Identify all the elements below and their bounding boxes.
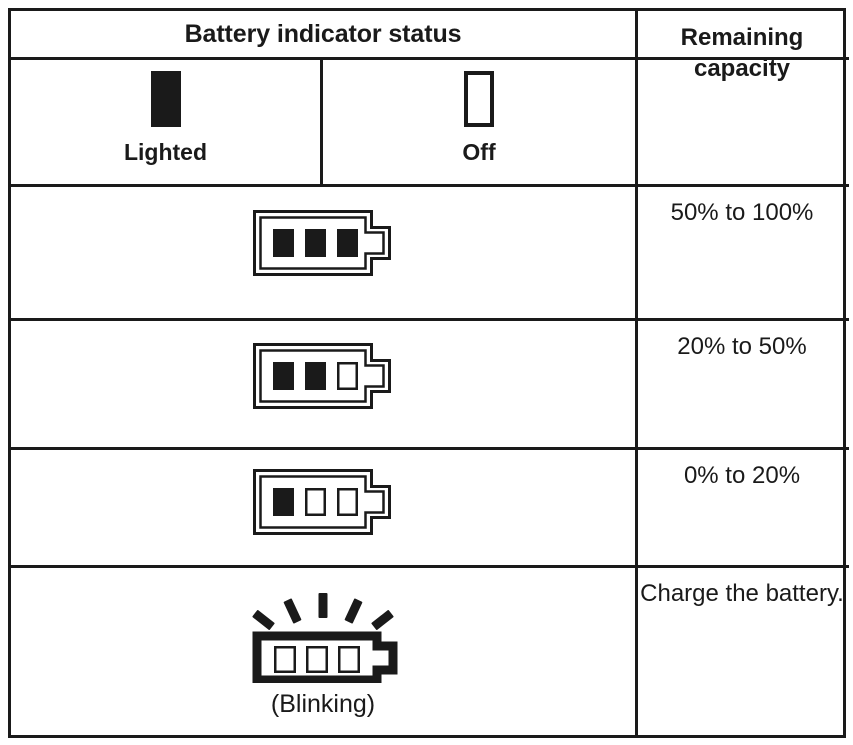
table-hrule-2 xyxy=(11,318,849,321)
legend-lighted: Lighted xyxy=(11,57,320,184)
lighted-swatch-wrap xyxy=(150,57,181,141)
battery-blinking-group: (Blinking) xyxy=(243,579,403,717)
capacity-value-1: 20% to 50% xyxy=(677,333,807,360)
header-battery-indicator-status: Battery indicator status xyxy=(184,19,462,48)
battery-two-bars-icon xyxy=(253,343,393,409)
table-hrule-1 xyxy=(11,184,849,187)
table-hrule-4 xyxy=(11,565,849,568)
battery-one-bar-icon xyxy=(253,469,393,535)
capacity-value-2: 0% to 20% xyxy=(683,462,801,489)
table-row-icon-0 xyxy=(11,184,635,344)
table-row-icon-1 xyxy=(11,318,635,472)
table-row-icon-2 xyxy=(11,447,635,587)
header-remaining-capacity: Remaining capacity xyxy=(680,24,804,82)
capacity-value-3: Charge the battery. xyxy=(640,580,844,607)
legend-label-off: Off xyxy=(462,139,496,165)
legend-off: Off xyxy=(323,57,635,184)
table-hrule-header xyxy=(11,57,849,60)
battery-empty-blinking-icon xyxy=(243,579,403,688)
filled-rect-icon xyxy=(150,71,181,127)
table-row-icon-3: (Blinking) xyxy=(11,565,635,745)
outlined-rect-icon xyxy=(464,71,494,127)
battery-status-table: Battery indicator status Remaining capac… xyxy=(8,8,849,738)
table-hrule-3 xyxy=(11,447,849,450)
battery-three-bars-icon xyxy=(253,210,393,276)
table-vrule-legend-split xyxy=(320,57,323,184)
blinking-caption: (Blinking) xyxy=(270,690,376,718)
table-vrule-main xyxy=(635,11,638,735)
legend-label-lighted: Lighted xyxy=(123,139,208,165)
capacity-value-0: 50% to 100% xyxy=(670,199,814,226)
off-swatch-wrap xyxy=(464,57,494,141)
